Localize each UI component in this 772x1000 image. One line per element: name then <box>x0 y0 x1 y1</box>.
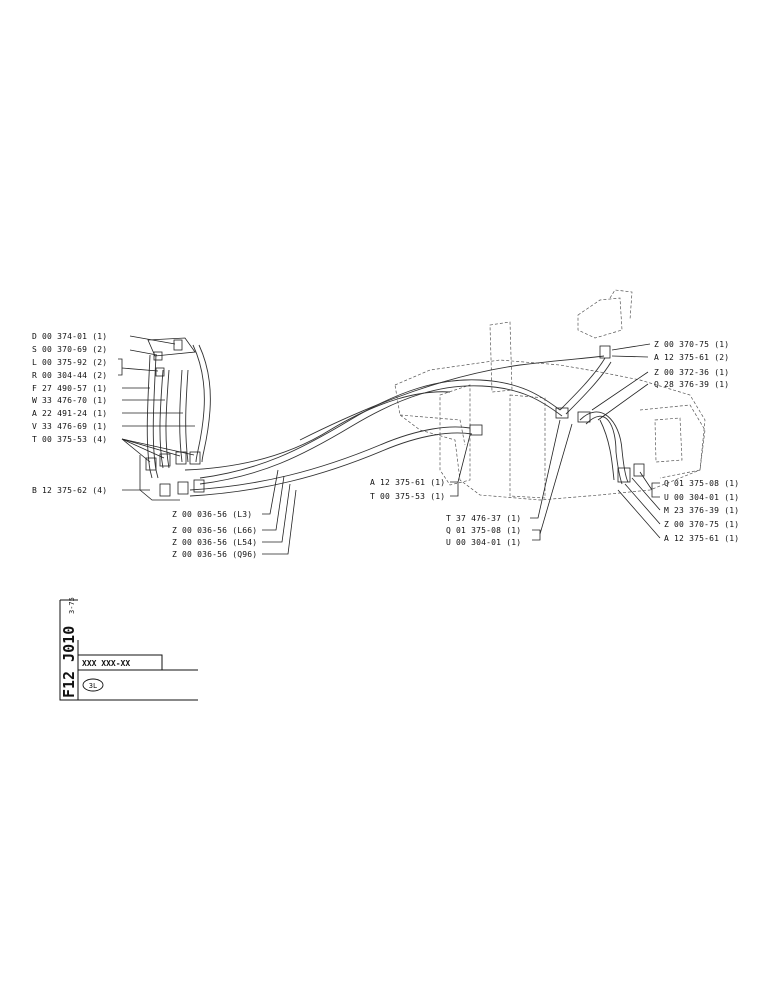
part-label: S 00 370-69 (2) <box>32 345 107 354</box>
title-block: F12 J010 3-75 XXX XXX-XX 3L <box>59 597 198 701</box>
part-label: Z 00 036-56 (L54) <box>172 538 257 547</box>
leader-lines <box>118 335 661 555</box>
drawing-code: F12 J010 <box>60 626 78 698</box>
machine-outline <box>394 289 706 501</box>
part-label: T 00 375-53 (4) <box>32 435 107 444</box>
serial-number: XXX XXX-XX <box>82 659 130 668</box>
part-label: Z 00 036-56 (L66) <box>172 526 257 535</box>
part-label: A 12 375-61 (2) <box>654 353 729 362</box>
badge-oval <box>82 678 104 692</box>
mid-part-labels: A 12 375-61 (1) T 00 375-53 (1) T 37 476… <box>370 478 521 547</box>
part-label: Q 01 375-08 (1) <box>664 479 739 488</box>
drawing-sub: 3-75 <box>68 597 76 614</box>
part-label: Q 28 376-39 (1) <box>654 380 729 389</box>
part-label: Q 01 375-08 (1) <box>446 526 521 535</box>
part-label: Z 00 036-56 (Q96) <box>172 550 257 559</box>
part-label: T 37 476-37 (1) <box>446 514 521 523</box>
part-label: Z 00 036-56 (L3) <box>172 510 252 519</box>
part-label: Z 00 370-75 (1) <box>654 340 729 349</box>
part-label: V 33 476-69 (1) <box>32 422 107 431</box>
badge-label: 3L <box>89 682 97 690</box>
part-label: A 12 375-61 (1) <box>664 534 739 543</box>
part-label: A 22 491-24 (1) <box>32 409 107 418</box>
part-label: U 00 304-01 (1) <box>664 493 739 502</box>
part-label: L 00 375-92 (2) <box>32 358 107 367</box>
part-label: Z 00 370-75 (1) <box>664 520 739 529</box>
part-label: A 12 375-61 (1) <box>370 478 445 487</box>
part-label: B 12 375-62 (4) <box>32 486 107 495</box>
part-label: M 23 376-39 (1) <box>664 506 739 515</box>
right-top-part-labels: Z 00 370-75 (1) A 12 375-61 (2) Z 00 372… <box>654 340 729 389</box>
part-label: U 00 304-01 (1) <box>446 538 521 547</box>
part-label: R 00 304-44 (2) <box>32 371 107 380</box>
part-label: W 33 476-70 (1) <box>32 396 107 405</box>
part-label: F 27 490-57 (1) <box>32 384 107 393</box>
hose-lines <box>139 337 645 501</box>
right-bottom-part-labels: Q 01 375-08 (1) U 00 304-01 (1) M 23 376… <box>664 479 739 543</box>
part-label: T 00 375-53 (1) <box>370 492 445 501</box>
hose-part-labels: Z 00 036-56 (L3) Z 00 036-56 (L66) Z 00 … <box>172 510 257 559</box>
part-label: D 00 374-01 (1) <box>32 332 107 341</box>
part-label: Z 00 372-36 (1) <box>654 368 729 377</box>
left-part-labels: D 00 374-01 (1) S 00 370-69 (2) L 00 375… <box>32 332 107 495</box>
